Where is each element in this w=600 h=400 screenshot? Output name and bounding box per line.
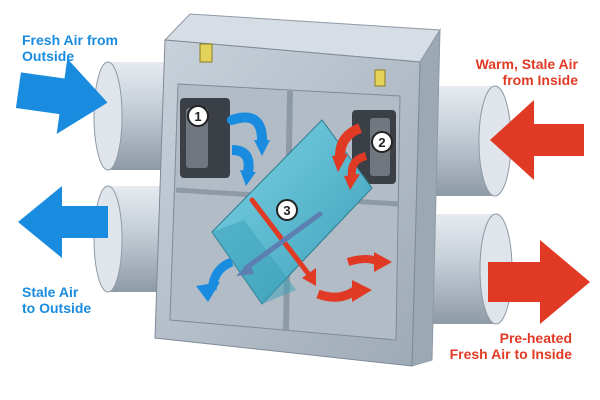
internal-flow-arrows	[196, 112, 392, 302]
label-preheated-fresh-air-to-inside: Pre-heated Fresh Air to Inside	[449, 330, 572, 362]
callout-2: 2	[371, 131, 393, 153]
callout-1-text: 1	[194, 109, 201, 124]
core-crossflow-arrows	[236, 197, 323, 286]
arrow-preheated-air-out	[488, 240, 590, 324]
label-fresh-air-from-outside: Fresh Air from Outside	[22, 32, 118, 64]
callout-3-text: 3	[283, 203, 290, 218]
label-stale-air-to-outside: Stale Air to Outside	[22, 284, 92, 316]
callout-3: 3	[276, 199, 298, 221]
callout-2-text: 2	[378, 135, 385, 150]
label-warm-stale-air-from-inside: Warm, Stale Air from Inside	[475, 56, 578, 88]
duct-top-left	[93, 61, 178, 171]
arrow-stale-air-out	[18, 186, 108, 258]
arrow-stale-air-in	[490, 100, 584, 180]
arrow-fresh-air-in	[15, 58, 108, 134]
callout-1: 1	[187, 105, 209, 127]
